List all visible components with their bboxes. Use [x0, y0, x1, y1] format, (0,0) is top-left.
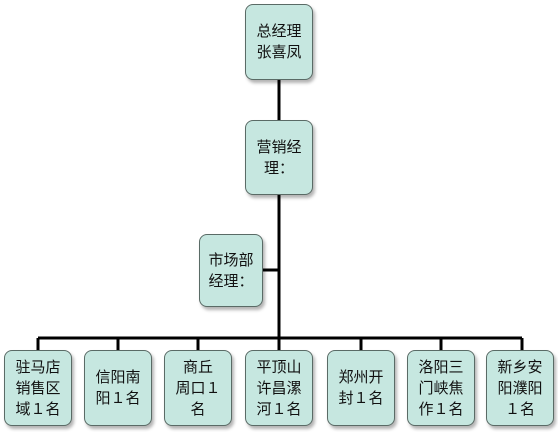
region-label-line: 阳１名 [95, 389, 141, 407]
general-manager-box: 总经理 张喜凤 [245, 4, 313, 80]
region-label-line: 名 [190, 399, 206, 418]
region-label-line: 郑州开 [338, 368, 384, 386]
region-label-line: 阳濮阳 [497, 378, 543, 397]
region-label-line: 河１名 [256, 399, 302, 418]
general-manager-name: 张喜凤 [256, 43, 302, 61]
market-manager-line1: 市场部 [208, 250, 254, 269]
sales-manager-box: 营销经 理： [245, 120, 313, 195]
region-label-line: 商丘 [182, 357, 213, 376]
region-label-line: 新乡安 [497, 357, 543, 376]
region-label-line: 洛阳三 [418, 357, 464, 376]
region-label-line: 平顶山 [256, 357, 302, 376]
region-box-shangqiu-zhoukou: 商丘 周口１ 名 [164, 350, 232, 426]
region-label-line: 驻马店 [15, 357, 61, 376]
sales-manager-line1: 营销经 [256, 137, 302, 156]
region-label-line: 销售区 [15, 378, 61, 397]
general-manager-title: 总经理 [256, 22, 302, 40]
region-label-line: 域１名 [15, 399, 61, 418]
region-label-line: 信阳南 [95, 368, 141, 386]
region-label-line: １名 [504, 399, 535, 418]
region-box-xinyang-nanyang: 信阳南 阳１名 [84, 350, 152, 426]
region-box-xinxiang-anyang-puyang: 新乡安 阳濮阳 １名 [486, 350, 554, 426]
region-label-line: 门峡焦 [418, 378, 464, 397]
region-label-line: 作１名 [418, 399, 464, 418]
region-box-zhumadian: 驻马店 销售区 域１名 [4, 350, 72, 426]
market-manager-box: 市场部 经理： [199, 234, 263, 307]
market-manager-line2: 经理： [208, 271, 254, 290]
region-box-zhengzhou-kaifeng: 郑州开 封１名 [327, 350, 395, 426]
region-box-luoyang-sanmenxia-jiaozuo: 洛阳三 门峡焦 作１名 [407, 350, 475, 426]
region-box-pingdingshan-xuchang-luohe: 平顶山 许昌漯 河１名 [245, 350, 313, 426]
sales-manager-line2: 理： [263, 158, 294, 177]
region-label-line: 许昌漯 [256, 378, 302, 397]
region-label-line: 周口１ [175, 378, 221, 397]
region-label-line: 封１名 [338, 389, 384, 407]
